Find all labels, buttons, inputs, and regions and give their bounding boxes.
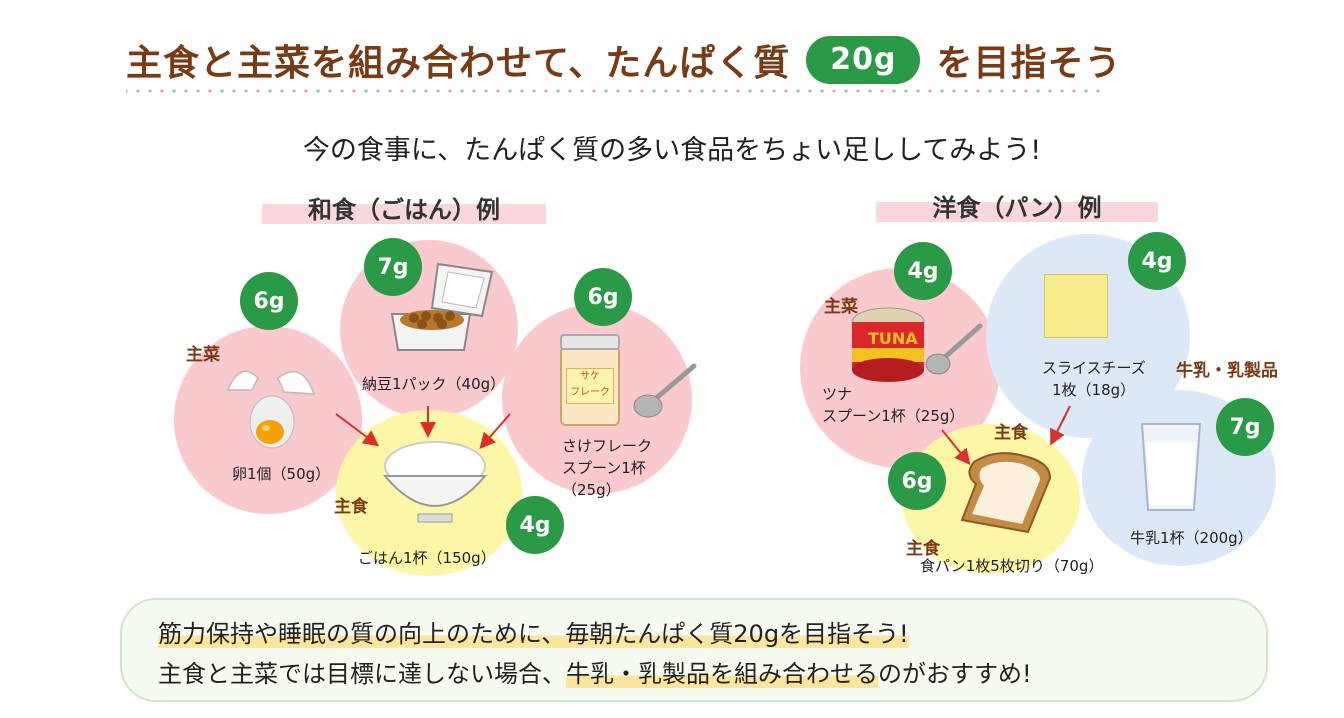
message-line-2: 主食と主菜では目標に達しない場合、牛乳・乳製品を組み合わせるのがおすすめ!: [158, 660, 1032, 688]
tuna-label-2: スプーン1杯（25g）: [822, 407, 965, 425]
cheese-slice-icon: [1044, 274, 1108, 338]
subtitle: 今の食事に、たんぱく質の多い食品をちょい足ししてみよう!: [302, 135, 1042, 166]
salmon-label-1: さけフレーク: [562, 437, 653, 455]
rice-label: ごはん1杯（150g）: [358, 549, 496, 567]
egg-icon: [226, 370, 316, 449]
page-title: 主食と主菜を組み合わせて、たんぱく質 20g を目指そう: [126, 34, 1121, 86]
jar-label: サケ フレーク: [566, 368, 614, 404]
egg-badge: 6g: [240, 272, 298, 330]
egg-label: 卵1個（50g）: [232, 465, 331, 483]
rice-category: 主食: [334, 497, 368, 517]
cheese-label-1: スライスチーズ: [1042, 359, 1146, 377]
salmon-label-2: スプーン1杯: [562, 459, 646, 477]
natto-icon: [390, 262, 494, 351]
tuna-can-text: TUNA: [868, 329, 918, 348]
bread-badge: 6g: [888, 452, 946, 510]
milk-label: 牛乳1杯（200g）: [1130, 529, 1253, 547]
salmon-jar-icon: サケ フレーク: [560, 334, 620, 426]
rice-bowl-icon: [382, 441, 488, 523]
egg-category: 主菜: [186, 345, 220, 365]
bread-category-top: 主食: [994, 423, 1028, 443]
rice-badge: 4g: [506, 496, 564, 554]
message-line-1: 筋力保持や睡眠の質の向上のために、毎朝たんぱく質20gを目指そう!: [158, 620, 909, 648]
message-highlight: 牛乳・乳製品を組み合わせる: [566, 660, 878, 688]
washoku-arrows: [335, 406, 511, 450]
dairy-category: 牛乳・乳製品: [1176, 361, 1278, 381]
title-text-end: を目指そう: [936, 43, 1122, 84]
cheese-badge: 4g: [1128, 232, 1186, 290]
title-amount-pill: 20g: [806, 36, 921, 84]
salmon-label-3: （25g）: [562, 481, 621, 499]
cheese-label-2: 1枚（18g）: [1052, 381, 1136, 399]
yoshoku-arrows: [941, 405, 1071, 466]
natto-label: 納豆1パック（40g）: [362, 375, 506, 393]
title-text: 主食と主菜を組み合わせて、たんぱく質: [126, 43, 791, 84]
bread-label: 食パン1枚5枚切り（70g）: [920, 557, 1104, 575]
dotted-divider: [126, 88, 1106, 94]
bread-category: 主食: [906, 539, 940, 559]
salmon-badge: 6g: [574, 268, 632, 326]
message-box: 筋力保持や睡眠の質の向上のために、毎朝たんぱく質20gを目指そう! 主食と主菜で…: [120, 598, 1268, 702]
tuna-can-icon: TUNA: [851, 307, 983, 382]
tuna-badge: 4g: [894, 242, 952, 300]
bread-slice-icon: [960, 452, 1052, 534]
yoshoku-label: 洋食（パン）例: [876, 194, 1158, 222]
tuna-label-1: ツナ: [822, 385, 853, 403]
tuna-category: 主菜: [824, 297, 858, 317]
spoon-icon: [633, 363, 697, 418]
jar-lid: [560, 334, 620, 350]
milk-badge: 7g: [1216, 398, 1274, 456]
natto-badge: 7g: [364, 238, 422, 296]
milk-glass-icon: [1140, 423, 1202, 511]
washoku-label: 和食（ごはん）例: [262, 196, 546, 224]
